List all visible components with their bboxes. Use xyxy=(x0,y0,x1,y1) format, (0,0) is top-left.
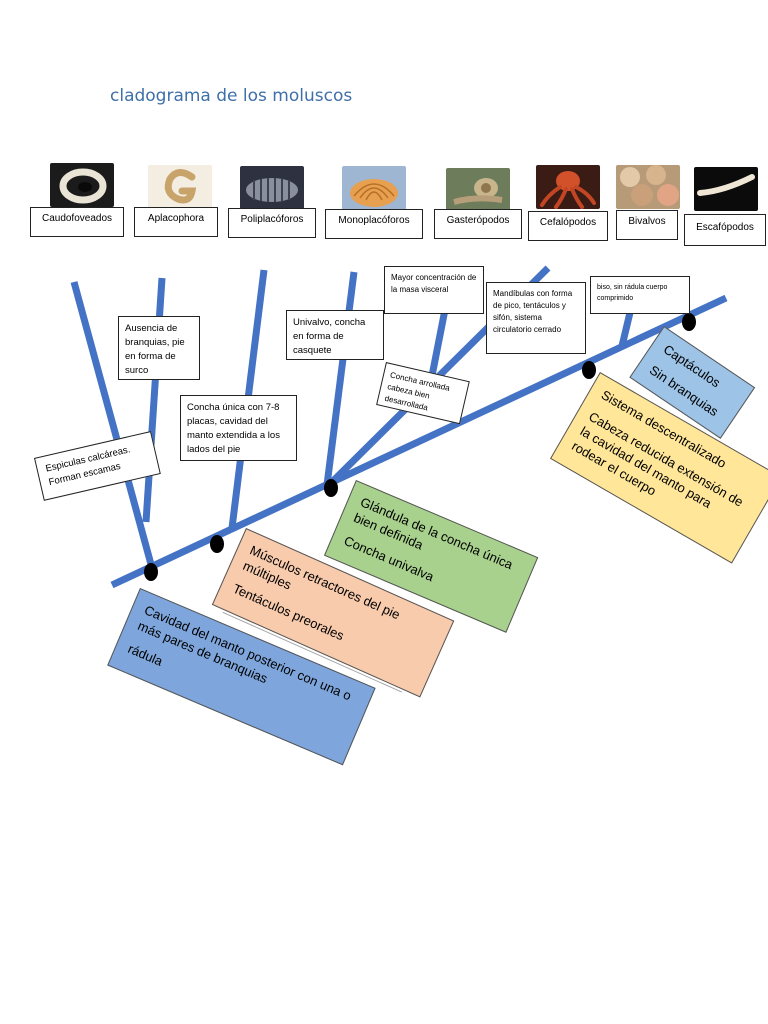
taxon-label-aplacophora: Aplacophora xyxy=(134,207,218,237)
taxon-label-gasteropodos: Gasterópodos xyxy=(434,209,522,239)
taxon-label-bivalvos: Bivalvos xyxy=(616,210,678,240)
note-mandibulas: Mandíbulas con forma de pico, tentáculos… xyxy=(486,282,586,354)
note-univalvo: Univalvo, concha en forma de casquete xyxy=(286,310,384,360)
taxon-label-escafopodos: Escafópodos xyxy=(684,214,766,246)
octopus-photo-icon xyxy=(536,165,600,209)
node-2 xyxy=(210,535,224,553)
note-mayor-concentracion: Mayor concentración de la masa visceral xyxy=(384,266,484,314)
tusk-shell-photo-icon xyxy=(694,167,758,211)
chiton-photo-icon xyxy=(240,166,304,210)
monoplacophora-shell-photo-icon xyxy=(342,166,406,210)
taxon-label-cefalopodos: Cefalópodos xyxy=(528,211,608,241)
node-3 xyxy=(324,479,338,497)
taxon-label-poliplacoforos: Poliplacóforos xyxy=(228,208,316,238)
branch-caudofoveados xyxy=(70,281,156,569)
page-title: cladograma de los moluscos xyxy=(110,86,353,106)
note-ausencia-branquias: Ausencia de branquias, pie en forma de s… xyxy=(118,316,200,380)
branch-aplacophora xyxy=(142,277,166,523)
snail-photo-icon xyxy=(446,168,510,212)
aplacophora-photo-icon xyxy=(148,165,212,209)
taxon-label-monoplacoforos: Monoplacóforos xyxy=(325,209,423,239)
node-4 xyxy=(582,361,596,379)
caudofoveado-photo-icon xyxy=(50,163,114,207)
note-biso: biso, sin rádula cuerpo comprimido xyxy=(590,276,690,314)
taxon-label-caudofoveados: Caudofoveados xyxy=(30,207,124,237)
clams-photo-icon xyxy=(616,165,680,209)
note-concha-unica: Concha única con 7-8 placas, cavidad del… xyxy=(180,395,297,461)
branch-monoplacoforos xyxy=(323,271,358,486)
node-1 xyxy=(144,563,158,581)
node-5 xyxy=(682,313,696,331)
